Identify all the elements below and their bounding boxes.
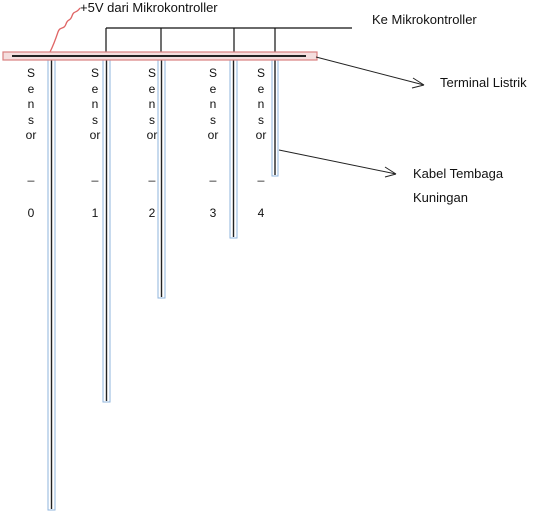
mcu-label: Ke Mikrokontroller xyxy=(372,12,477,27)
sensor-rod-4 xyxy=(271,55,279,177)
pointer-arrows xyxy=(278,56,425,178)
sensor-rod-3 xyxy=(229,55,238,239)
sensor-sep-4: _ xyxy=(257,168,265,182)
sensor-index-1: 1 xyxy=(91,206,99,220)
sensor-sep-1: _ xyxy=(91,168,99,182)
sensor-word-1: Sensor xyxy=(89,66,101,143)
terminal-bar xyxy=(2,51,318,61)
sensor-sep-0: _ xyxy=(27,168,35,182)
sensor-rod-0 xyxy=(47,55,56,511)
sensor-sep-3: _ xyxy=(209,168,217,182)
sensor-index-2: 2 xyxy=(148,206,156,220)
sensor-word-2: Sensor xyxy=(146,66,158,143)
cable-arrow xyxy=(278,149,397,175)
terminal-arrow xyxy=(315,56,425,86)
mcu-wire-bus xyxy=(105,27,352,54)
sensor-index-0: 0 xyxy=(27,206,35,220)
sensor-rods xyxy=(47,55,279,511)
sensor-rod-2 xyxy=(157,55,166,299)
power-wire xyxy=(49,7,81,53)
power-label: +5V dari Mikrokontroller xyxy=(80,0,218,15)
terminal-label: Terminal Listrik xyxy=(440,75,527,90)
cable-label-line2: Kuningan xyxy=(413,190,468,205)
sensor-word-4: Sensor xyxy=(255,66,267,143)
cable-label-line1: Kabel Tembaga xyxy=(413,166,504,181)
sensor-word-3: Sensor xyxy=(207,66,219,143)
sensor-sep-2: _ xyxy=(148,168,156,182)
sensor-rod-1 xyxy=(102,55,111,403)
sensor-index-3: 3 xyxy=(209,206,217,220)
sensor-word-0: Sensor xyxy=(25,66,37,143)
sensor-index-4: 4 xyxy=(257,206,265,220)
